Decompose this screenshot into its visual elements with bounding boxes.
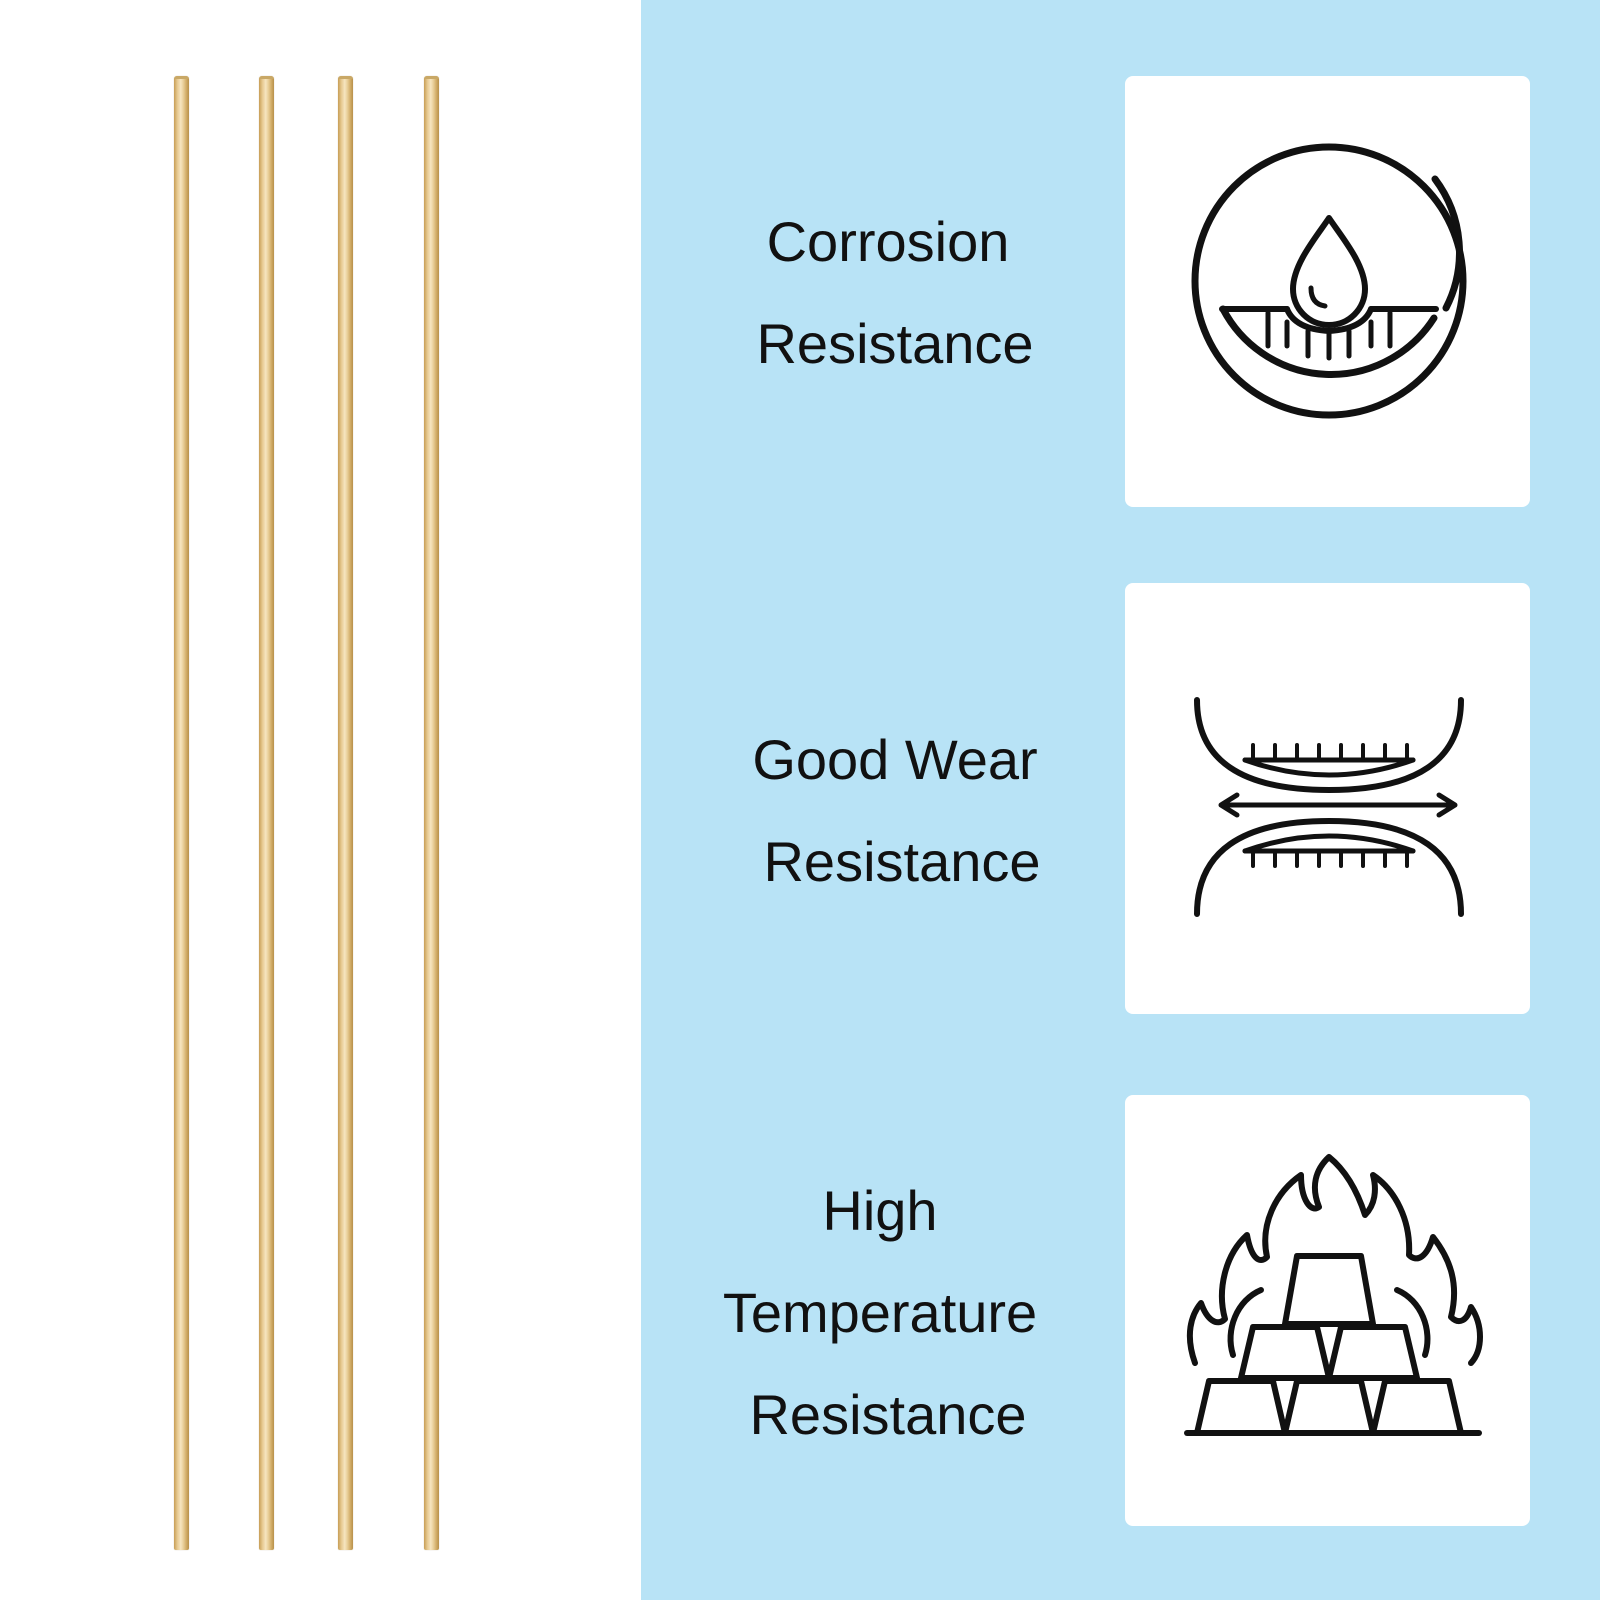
feature-2-line-2: Resistance [763, 830, 1041, 893]
wear-friction-icon [1194, 697, 1464, 917]
brass-rod-3 [338, 76, 353, 1550]
feature-2-line-1: Good Wear [752, 728, 1038, 791]
feature-1-line-2: Resistance [756, 312, 1034, 375]
fire-ingots-icon [1184, 1154, 1483, 1436]
brass-rod-1 [174, 76, 189, 1550]
feature-3-card [1125, 1095, 1530, 1526]
brass-rod-2 [259, 76, 274, 1550]
brass-rod-4 [424, 76, 439, 1550]
product-image-panel [0, 0, 641, 1600]
feature-3-line-3: Resistance [749, 1383, 1027, 1446]
feature-3-line-2: Temperature [722, 1281, 1038, 1344]
feature-3-line-1: High [822, 1179, 938, 1242]
feature-1-line-1: Corrosion [766, 210, 1010, 273]
feature-1-card [1125, 76, 1530, 507]
feature-2-card [1125, 583, 1530, 1014]
water-drop-icon [1191, 143, 1467, 419]
